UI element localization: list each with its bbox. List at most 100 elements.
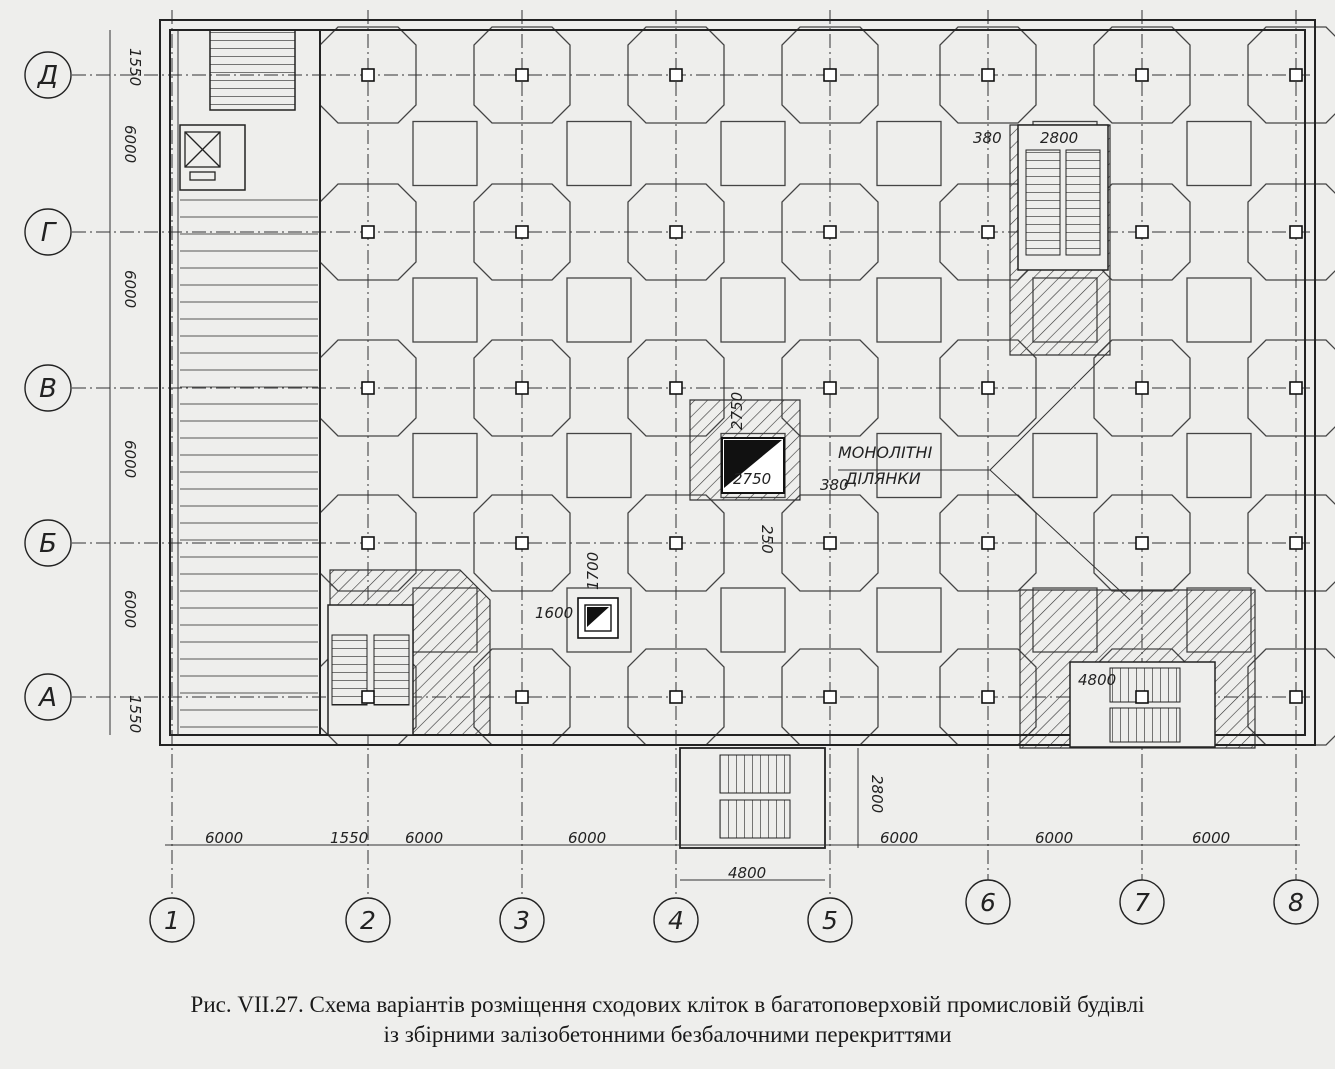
axis-marker-col: 8 (1273, 879, 1319, 925)
column (669, 68, 683, 82)
column (981, 690, 995, 704)
dim-opening-large-offset: 380 (820, 476, 849, 494)
column (1135, 68, 1149, 82)
svg-text:Г: Г (41, 218, 58, 248)
column (515, 536, 529, 550)
column (1135, 381, 1149, 395)
column (1135, 690, 1149, 704)
column (669, 536, 683, 550)
dim-stair-bottom-right-width: 4800 (1078, 671, 1116, 689)
svg-text:Б: Б (39, 529, 57, 559)
axis-marker-col: 3 (499, 897, 545, 943)
caption-line-1: Рис. VII.27. Схема варіантів розміщення … (190, 992, 1145, 1017)
column (1289, 225, 1303, 239)
corridor-ribs (180, 199, 318, 728)
dim-bottom-6: 6000 (1035, 829, 1073, 847)
column (515, 690, 529, 704)
dim-opening-large-gap: 250 (758, 525, 776, 554)
column (1289, 690, 1303, 704)
dim-bottom-7: 6000 (1192, 829, 1230, 847)
dimension-labels: 1550 6000 6000 6000 6000 1550 6000 1550 … (121, 48, 1230, 882)
column (981, 381, 995, 395)
column (515, 68, 529, 82)
slab-opening-large (721, 437, 785, 494)
dim-bottom-3: 6000 (405, 829, 443, 847)
annotation-line-2: ДІЛЯНКИ (844, 469, 921, 488)
column (361, 690, 375, 704)
column (669, 690, 683, 704)
dim-bottom-1: 6000 (205, 829, 243, 847)
dim-left-6000-4: 6000 (121, 590, 139, 628)
column (1135, 225, 1149, 239)
annotation-line-1: МОНОЛІТНІ (838, 443, 933, 462)
building-walls (159, 19, 1316, 746)
axis-marker-col: 6 (965, 879, 1011, 925)
column (823, 536, 837, 550)
stair-bottom-middle (679, 747, 826, 849)
column (1289, 381, 1303, 395)
dim-bottom-2: 1550 (330, 829, 368, 847)
dim-opening-small-w: 1600 (535, 604, 573, 622)
axis-marker-col: 7 (1119, 879, 1165, 925)
svg-text:3: 3 (514, 906, 530, 935)
slab-opening-small (577, 597, 619, 639)
dim-left-1550-bottom: 1550 (126, 695, 144, 733)
stair-top-left (209, 29, 296, 111)
columns (361, 68, 1303, 704)
column (669, 225, 683, 239)
column (1289, 536, 1303, 550)
dim-stair-bottom-mid-width: 4800 (728, 864, 766, 882)
column (361, 225, 375, 239)
figure-caption: Рис. VII.27. Схема варіантів розміщення … (0, 990, 1335, 1050)
axis-marker-col: 2 (345, 897, 391, 943)
axis-marker-row: А (24, 673, 72, 721)
dim-opening-small-h: 1700 (584, 552, 602, 590)
monolithic-annotation: МОНОЛІТНІ ДІЛЯНКИ (838, 349, 1131, 601)
svg-text:А: А (37, 683, 57, 713)
stair-bottom-right (1069, 661, 1216, 748)
svg-text:7: 7 (1134, 888, 1150, 917)
column (515, 381, 529, 395)
dim-bottom-5: 6000 (880, 829, 918, 847)
axis-marker-col: 5 (807, 897, 853, 943)
floor-plan-drawing: 1550 6000 6000 6000 6000 1550 6000 1550 … (24, 10, 1335, 943)
elevator-icon (179, 124, 246, 191)
dimension-lines (109, 30, 1300, 881)
column (981, 225, 995, 239)
column (981, 68, 995, 82)
dim-opening-large-h: 2750 (728, 392, 746, 430)
axis-marker-col: 4 (653, 897, 699, 943)
dim-stair-bottom-mid-depth: 2800 (868, 775, 886, 813)
stair-bottom-left (327, 604, 414, 736)
column (823, 68, 837, 82)
column (1135, 536, 1149, 550)
axis-grid (72, 10, 1320, 895)
caption-line-2: із збірними залізобетонними безбалочними… (383, 1022, 952, 1047)
column (823, 225, 837, 239)
axis-marker-col: 1 (149, 897, 195, 943)
dim-bottom-4: 6000 (568, 829, 606, 847)
column (1289, 68, 1303, 82)
column (823, 690, 837, 704)
stair-top-right (1017, 124, 1109, 271)
dim-stair-top-right-width: 2800 (1040, 129, 1078, 147)
dim-opening-large-w: 2750 (733, 470, 771, 488)
svg-text:5: 5 (822, 906, 838, 935)
dim-stair-top-right-offset: 380 (973, 129, 1002, 147)
dim-left-1550-top: 1550 (126, 48, 144, 86)
svg-text:Д: Д (37, 61, 58, 91)
column (981, 536, 995, 550)
svg-text:4: 4 (668, 906, 684, 935)
svg-text:6: 6 (980, 888, 996, 917)
column (361, 536, 375, 550)
dim-left-6000-3: 6000 (121, 440, 139, 478)
axis-marker-row: Д (24, 51, 72, 99)
svg-text:1: 1 (164, 906, 180, 935)
axis-marker-row: Г (24, 208, 72, 256)
column (361, 381, 375, 395)
svg-text:2: 2 (360, 906, 376, 935)
dim-left-6000-2: 6000 (121, 270, 139, 308)
column (669, 381, 683, 395)
dim-left-6000-1: 6000 (121, 125, 139, 163)
